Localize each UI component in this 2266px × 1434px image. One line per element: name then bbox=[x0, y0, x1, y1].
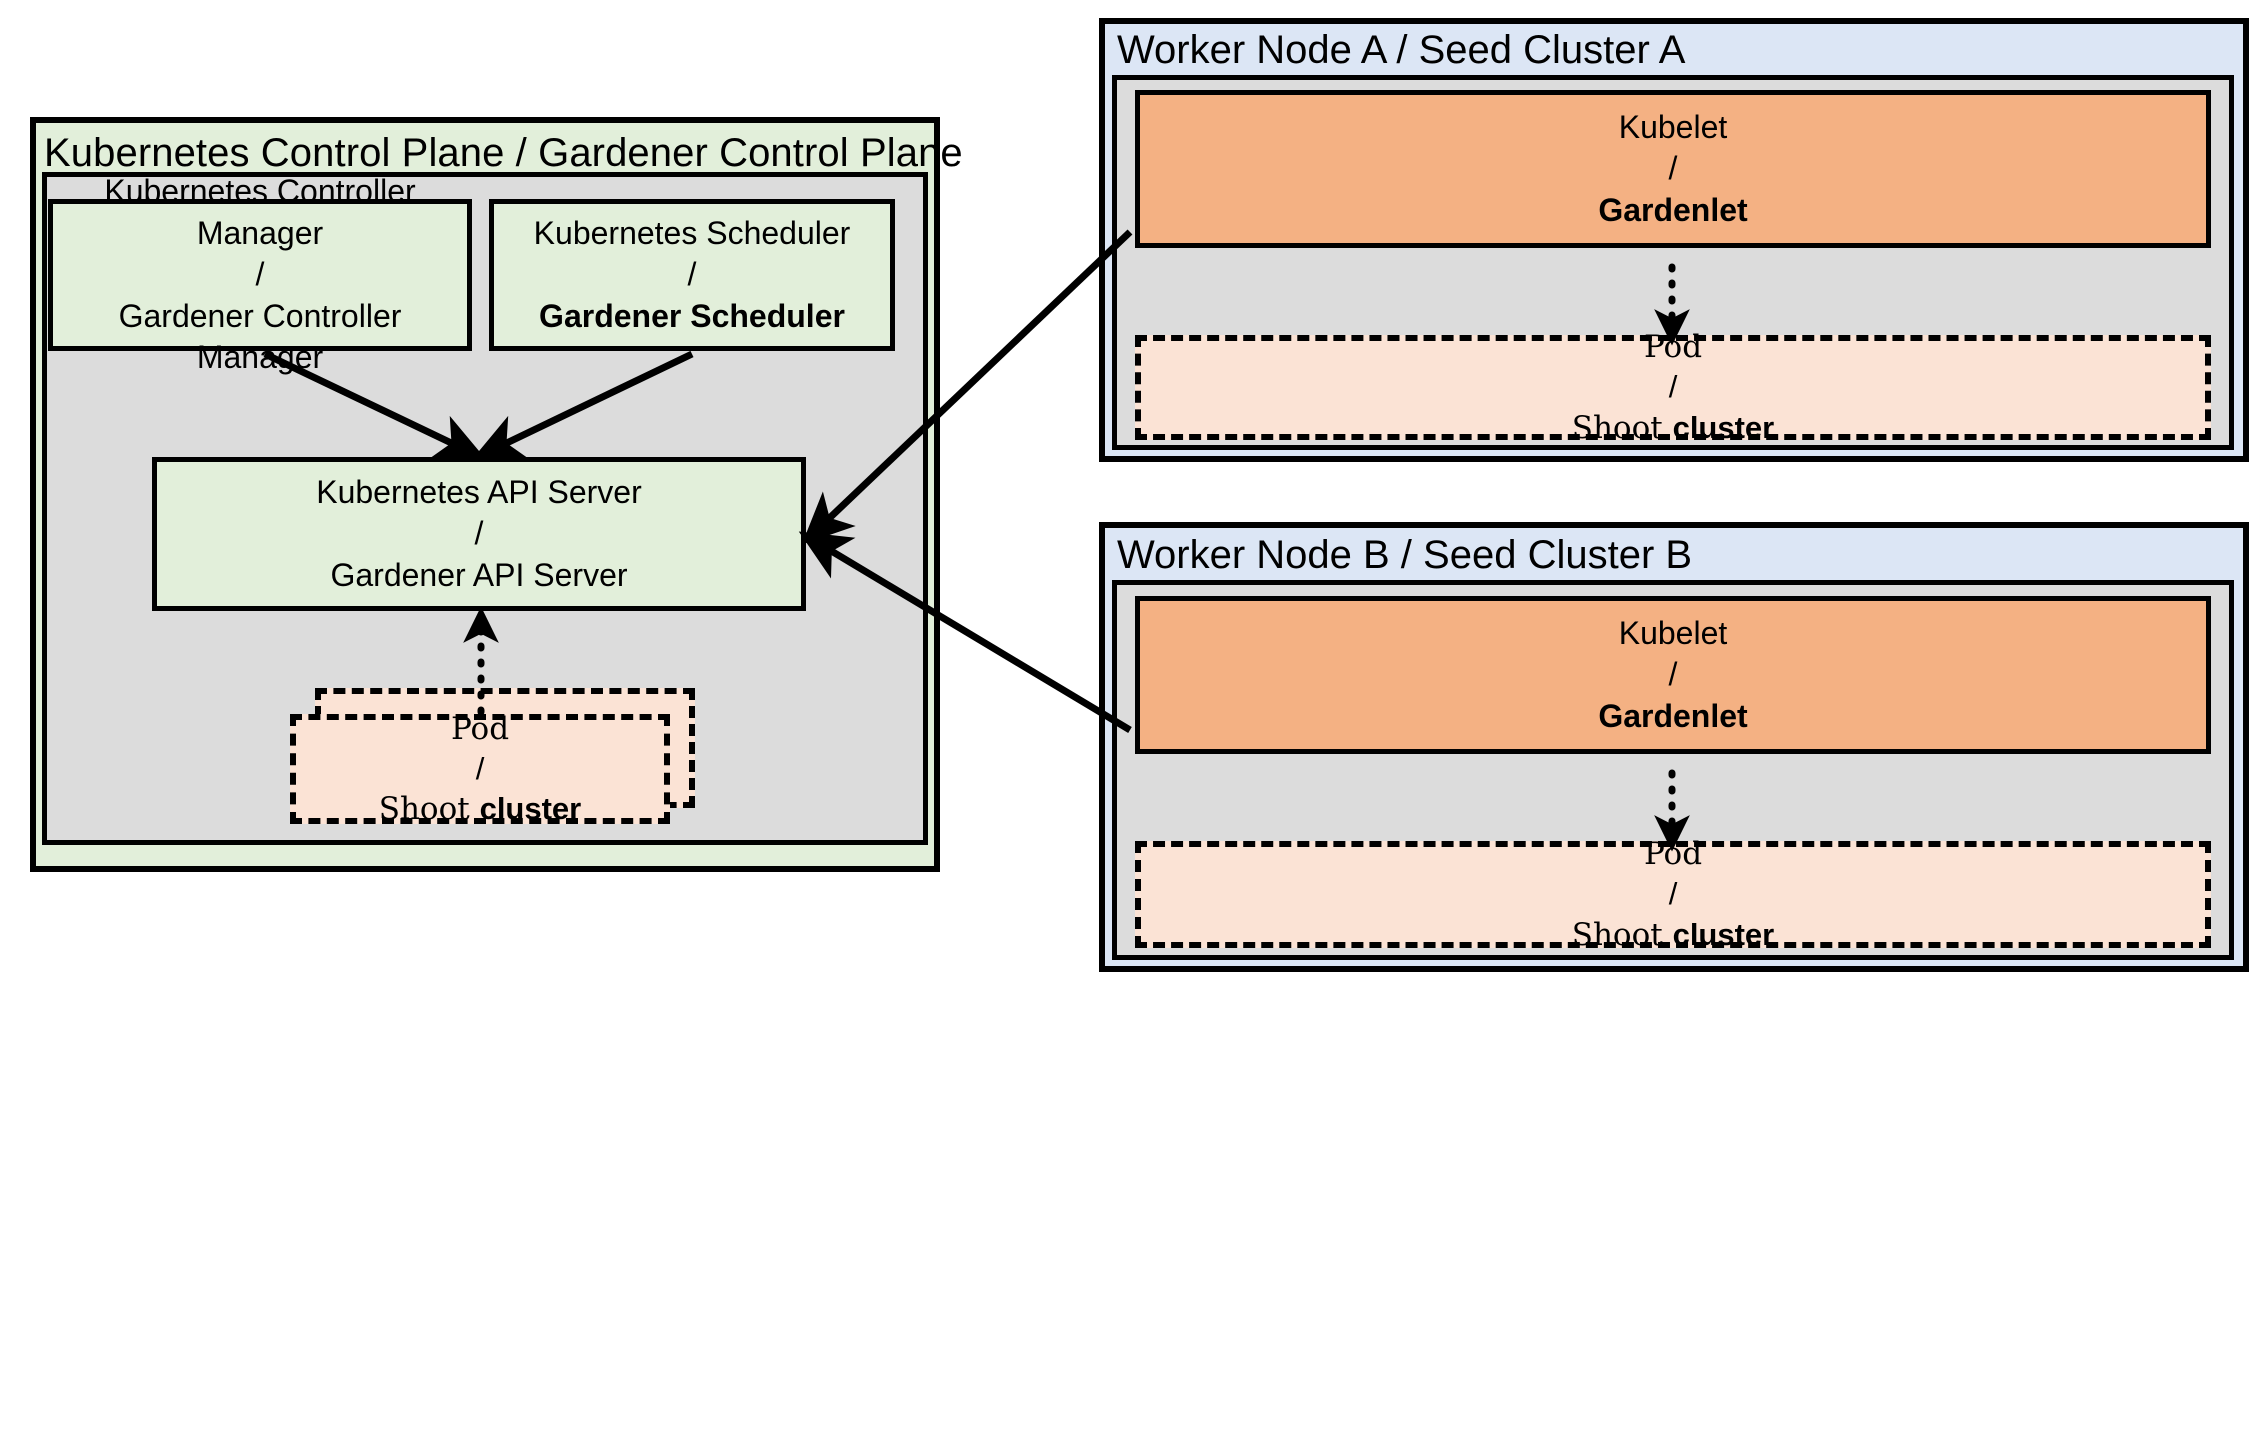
pod-b-line2: Shoot cluster bbox=[1572, 915, 1775, 955]
seed-cluster-a-pod-box[interactable]: Pod / Shoot cluster bbox=[1135, 329, 2211, 446]
kubernetes-api-server-box[interactable]: Kubernetes API Server / Gardener API Ser… bbox=[152, 457, 806, 611]
kubelet-gardenlet-a-box[interactable]: Kubelet / Gardenlet bbox=[1135, 90, 2211, 248]
kubernetes-scheduler-box[interactable]: Kubernetes Scheduler / Gardener Schedule… bbox=[489, 199, 895, 351]
scheduler-line1: Kubernetes Scheduler bbox=[533, 214, 851, 251]
kubelet-a-line1: Kubelet bbox=[1618, 108, 1728, 145]
controller-manager-separator: / bbox=[255, 256, 265, 293]
seed-cluster-a-title: Worker Node A / Seed Cluster A bbox=[1117, 28, 1686, 72]
api-server-line1: Kubernetes API Server bbox=[316, 473, 642, 510]
kubelet-b-line2: Gardenlet bbox=[1598, 697, 1748, 734]
kubelet-b-line1: Kubelet bbox=[1618, 614, 1728, 651]
api-server-line2: Gardener API Server bbox=[330, 556, 628, 593]
pod-a-line2: Shoot cluster bbox=[1572, 408, 1775, 448]
pod-b-separator: / bbox=[1668, 876, 1678, 912]
kubelet-b-separator: / bbox=[1668, 656, 1678, 693]
pod-separator: / bbox=[475, 750, 485, 786]
kubelet-a-separator: / bbox=[1668, 150, 1678, 187]
pod-line2-bold: cluster bbox=[479, 791, 582, 827]
controller-manager-line1: Kubernetes Controller Manager bbox=[104, 173, 416, 251]
scheduler-separator: / bbox=[687, 256, 697, 293]
pod-line1: Pod bbox=[450, 710, 510, 747]
pod-b-line2-bold: cluster bbox=[1672, 916, 1775, 952]
pod-b-line2-mono: Shoot bbox=[1571, 916, 1673, 953]
pod-a-separator: / bbox=[1668, 369, 1678, 405]
kubelet-a-line2: Gardenlet bbox=[1598, 191, 1748, 228]
scheduler-line2: Gardener Scheduler bbox=[539, 297, 845, 334]
controller-manager-line2: Gardener Controller Manager bbox=[118, 297, 402, 376]
pod-line2: Shoot cluster bbox=[379, 789, 582, 829]
seed-cluster-b-title: Worker Node B / Seed Cluster B bbox=[1117, 533, 1693, 577]
pod-line2-mono: Shoot bbox=[378, 791, 480, 828]
seed-cluster-b-pod-box[interactable]: Pod / Shoot cluster bbox=[1135, 836, 2211, 953]
kubernetes-controller-manager-box[interactable]: Kubernetes Controller Manager / Gardener… bbox=[48, 173, 472, 375]
api-server-separator: / bbox=[474, 515, 484, 552]
pod-b-line1: Pod bbox=[1643, 836, 1703, 873]
kubelet-gardenlet-b-box[interactable]: Kubelet / Gardenlet bbox=[1135, 596, 2211, 754]
pod-a-line1: Pod bbox=[1643, 329, 1703, 366]
control-plane-pod-box[interactable]: Pod / Shoot cluster bbox=[290, 711, 670, 827]
pod-a-line2-mono: Shoot bbox=[1571, 409, 1673, 446]
pod-a-line2-bold: cluster bbox=[1672, 409, 1775, 445]
